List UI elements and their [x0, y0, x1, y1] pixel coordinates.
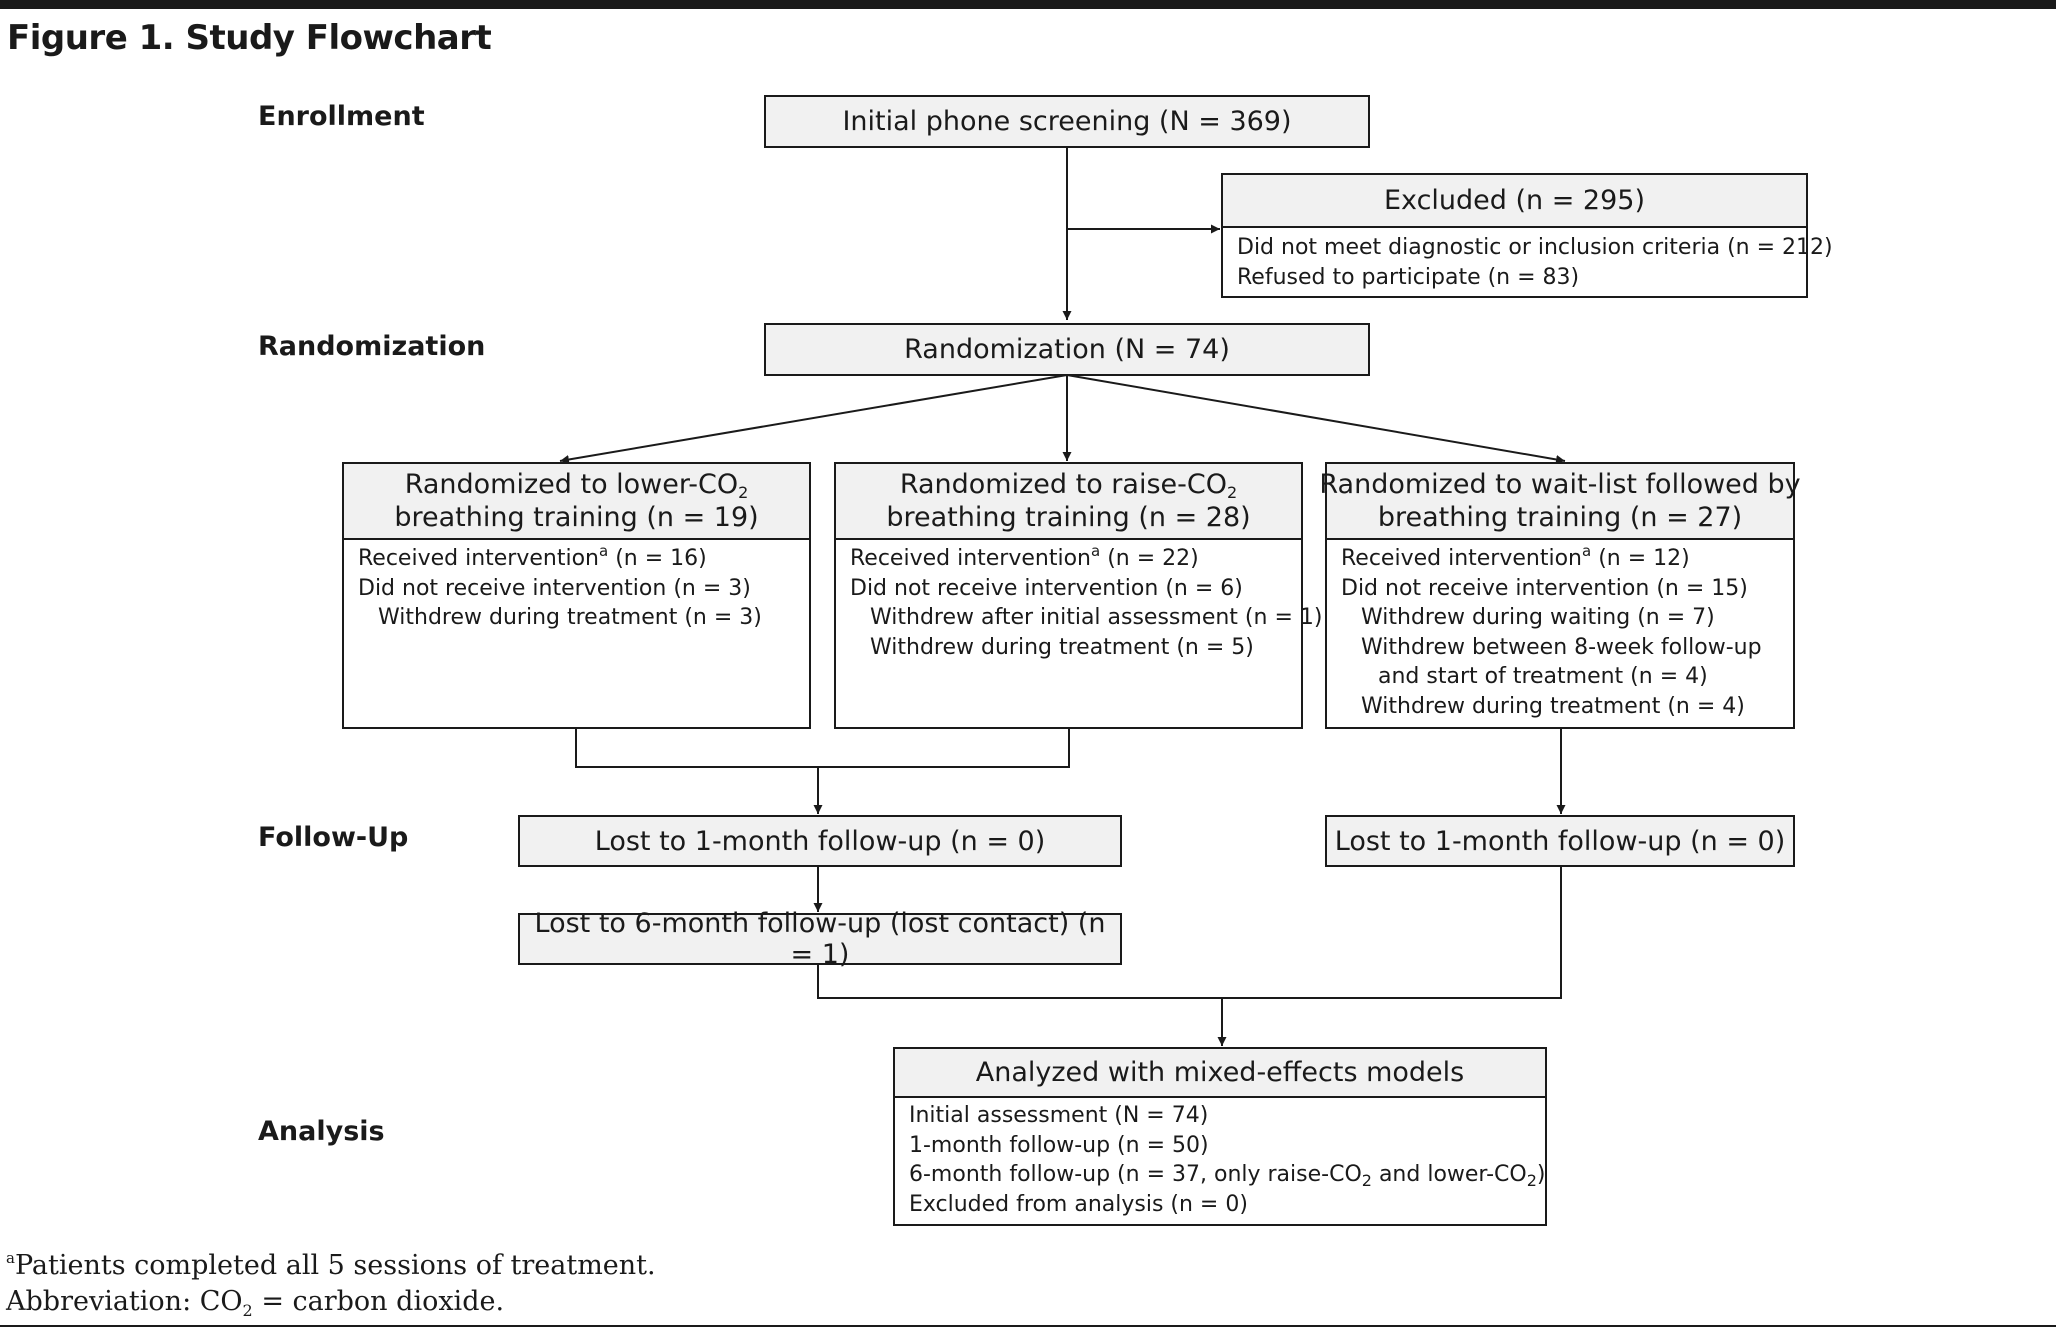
footnote-text: Patients completed all 5 sessions of tre…: [14, 1250, 656, 1281]
analysis-title: Analyzed with mixed-effects models: [895, 1049, 1545, 1098]
analysis-item: 6-month follow-up (n = 37, only raise-CO…: [909, 1160, 1545, 1190]
received-count: (n = 12): [1591, 546, 1690, 571]
arm-waitlist-title: Randomized to wait-list followed by brea…: [1319, 464, 1801, 540]
footnote-a: aPatients completed all 5 sessions of tr…: [6, 1250, 656, 1281]
connector-merge-arms: [575, 728, 1070, 768]
footnote-marker: a: [1091, 542, 1101, 560]
analysis-item: 1-month follow-up (n = 50): [909, 1132, 1209, 1158]
randomization-box: Randomization (N = 74): [764, 323, 1370, 376]
arm-item: Did not receive intervention (n = 15): [1341, 575, 1748, 601]
analysis-item-text: ): [1536, 1162, 1546, 1187]
arm-subitem: Withdrew during treatment (n = 4): [1361, 693, 1745, 719]
arm-subitem: and start of treatment (n = 4): [1378, 664, 1708, 689]
arm-lower-box: Randomized to lower-CO2 breathing traini…: [342, 462, 811, 729]
arm-lower-title: Randomized to lower-CO2 breathing traini…: [344, 464, 809, 540]
left-1month-box: Lost to 1-month follow-up (n = 0): [518, 815, 1122, 867]
stage-analysis: Analysis: [258, 1116, 385, 1147]
subscript: 2: [1526, 1171, 1537, 1190]
arm-lower-title-line2: breathing training (n = 19): [394, 502, 759, 533]
received-count: (n = 22): [1100, 546, 1199, 571]
analysis-item: Excluded from analysis (n = 0): [909, 1191, 1248, 1217]
subscript: 2: [1361, 1171, 1372, 1190]
received-label: Received intervention: [358, 546, 599, 571]
footnote-marker: a: [1582, 542, 1592, 560]
analysis-box: Analyzed with mixed-effects models Initi…: [893, 1047, 1547, 1226]
arm-raise-title: Randomized to raise-CO2 breathing traini…: [836, 464, 1301, 540]
received-label: Received intervention: [850, 546, 1091, 571]
connector-to-analysis: [817, 866, 1562, 999]
arm-raise-box: Randomized to raise-CO2 breathing traini…: [834, 462, 1323, 729]
arm-subitem: Withdrew during treatment (n = 5): [870, 634, 1254, 660]
screening-label: Initial phone screening (N = 369): [842, 106, 1292, 137]
footnote-marker: a: [6, 1249, 15, 1267]
arm-raise-title-text: Randomized to raise-CO: [899, 469, 1227, 500]
figure-title: Figure 1. Study Flowchart: [7, 18, 492, 58]
stage-randomization: Randomization: [258, 331, 486, 362]
top-rule: [0, 0, 2056, 9]
left-1month-label: Lost to 1-month follow-up (n = 0): [594, 825, 1046, 857]
subscript: 2: [738, 483, 749, 502]
subscript: 2: [242, 1301, 253, 1320]
arm-lower-title-text: Randomized to lower-CO: [404, 469, 739, 500]
stage-followup: Follow-Up: [258, 822, 409, 853]
arm-subitem: Withdrew after initial assessment (n = 1…: [870, 605, 1323, 630]
arm-subitem: Withdrew between 8-week follow-up: [1361, 634, 1762, 660]
footnote-abbreviation: Abbreviation: CO2 = carbon dioxide.: [6, 1286, 505, 1320]
arm-item: Did not receive intervention (n = 6): [850, 575, 1243, 601]
right-1month-box: Lost to 1-month follow-up (n = 0): [1325, 815, 1795, 867]
left-6month-box: Lost to 6-month follow-up (lost contact)…: [518, 908, 1122, 970]
screening-box: Initial phone screening (N = 369): [764, 95, 1370, 148]
arm-waitlist-title-line1: Randomized to wait-list followed by: [1319, 469, 1801, 500]
received-count: (n = 16): [608, 546, 707, 571]
bottom-rule: [0, 1325, 2056, 1327]
randomization-label: Randomization (N = 74): [904, 334, 1230, 365]
analysis-item-text: and lower-CO: [1371, 1162, 1527, 1187]
arrow-to-lower-arm: [559, 374, 1068, 464]
arm-waitlist-title-line2: breathing training (n = 27): [1377, 502, 1743, 533]
abbreviation-text: = carbon dioxide.: [252, 1286, 505, 1317]
stage-enrollment: Enrollment: [258, 101, 425, 132]
abbreviation-text: Abbreviation: CO: [6, 1286, 243, 1317]
right-1month-label: Lost to 1-month follow-up (n = 0): [1334, 825, 1786, 857]
arm-subitem: Withdrew during treatment (n = 3): [378, 605, 762, 630]
excluded-item: Did not meet diagnostic or inclusion cri…: [1237, 235, 1833, 260]
arm-waitlist-box: Randomized to wait-list followed by brea…: [1319, 462, 1801, 729]
received-label: Received intervention: [1341, 546, 1582, 571]
footnote-marker: a: [599, 542, 609, 560]
excluded-title: Excluded (n = 295): [1223, 175, 1806, 228]
left-6month-label: Lost to 6-month follow-up (lost contact)…: [534, 908, 1106, 970]
arrow-to-waitlist-arm: [1066, 374, 1566, 464]
analysis-item-text: 6-month follow-up (n = 37, only raise-CO: [909, 1162, 1362, 1187]
excluded-box: Excluded (n = 295) Did not meet diagnost…: [1221, 173, 1833, 298]
arm-subitem: Withdrew during waiting (n = 7): [1361, 605, 1715, 630]
excluded-item: Refused to participate (n = 83): [1237, 264, 1580, 290]
arm-item: Did not receive intervention (n = 3): [358, 575, 751, 601]
arm-raise-title-line2: breathing training (n = 28): [886, 502, 1251, 533]
subscript: 2: [1226, 483, 1238, 502]
analysis-item: Initial assessment (N = 74): [909, 1103, 1209, 1128]
